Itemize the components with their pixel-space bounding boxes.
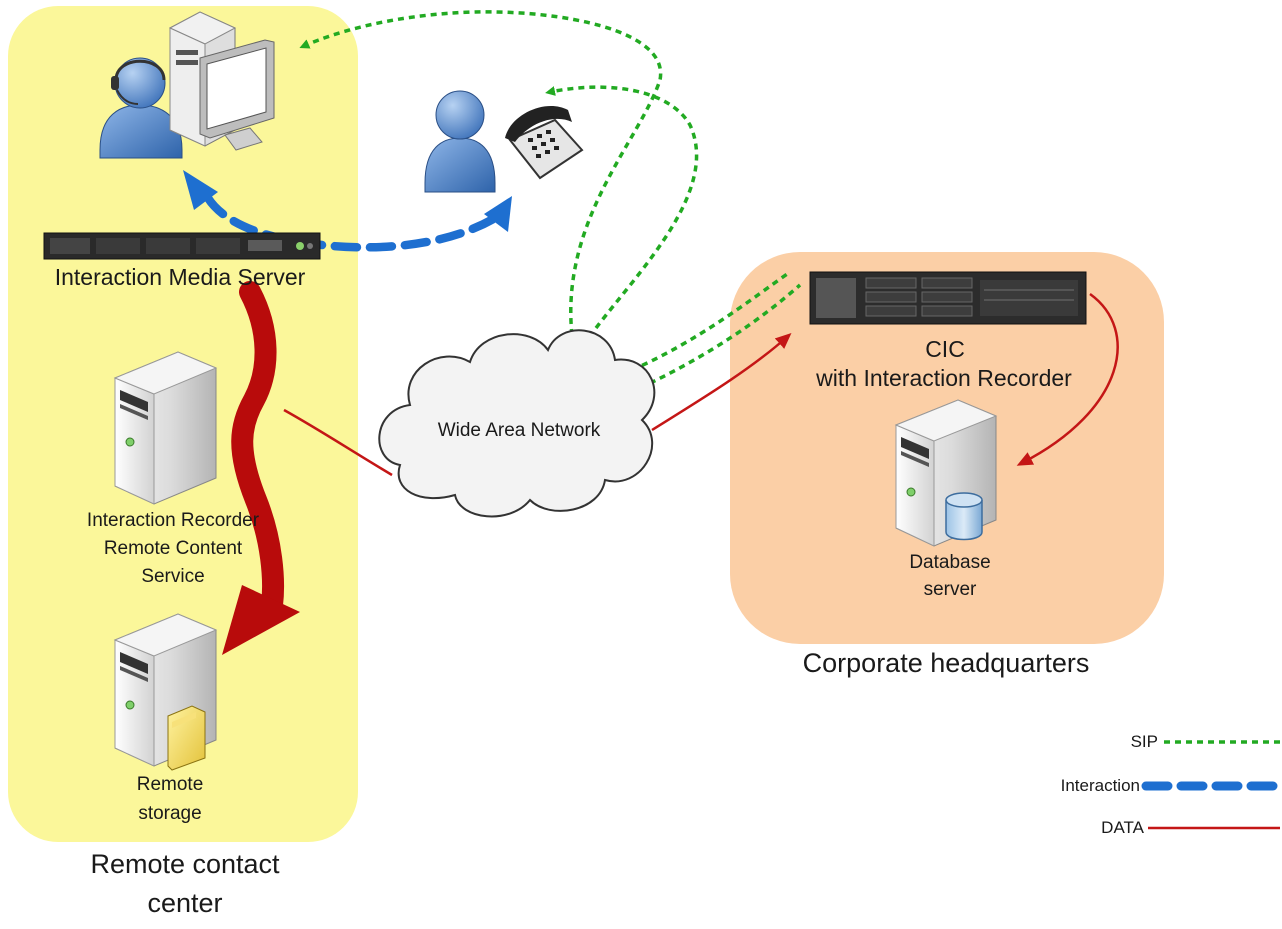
workstation-computer-icon (168, 11, 275, 151)
database-cylinder-icon (945, 492, 983, 541)
legend-swatches (1141, 740, 1282, 830)
database-server-label-line1: Database (909, 552, 991, 573)
irrcs-label-line1: Interaction Recorder (86, 510, 260, 531)
irrcs-label-line3: Service (141, 566, 205, 587)
desk-phone-icon (505, 106, 584, 180)
irrcs-label-line2: Remote Content (103, 538, 243, 559)
legend-data-label: DATA (1101, 818, 1144, 837)
remote-storage-label-line2: storage (138, 803, 202, 824)
thick-data-arrow (222, 281, 300, 655)
database-server-label-line2: server (923, 579, 977, 600)
tower-server-icon (113, 351, 218, 505)
remote-contact-center-label-line2: center (147, 888, 223, 918)
folder-icon (167, 705, 206, 771)
wan-label: Wide Area Network (437, 420, 601, 441)
corporate-headquarters-label: Corporate headquarters (802, 648, 1090, 678)
legend-sip-label: SIP (1130, 732, 1158, 751)
legend-interaction-label: Interaction (1060, 776, 1140, 795)
agent-headset-person-icon (99, 57, 183, 159)
cloud-icon (378, 329, 656, 518)
remote-contact-center-label-line1: Remote contact (90, 849, 280, 879)
remote-storage-label-line1: Remote (136, 774, 204, 795)
media-server-label: Interaction Media Server (54, 264, 306, 290)
rack-server-icon (809, 271, 1087, 325)
rack-server-icon (43, 232, 321, 260)
data-links (283, 292, 1119, 477)
cic-label-line1: CIC (925, 336, 965, 362)
cic-label-line2: with Interaction Recorder (816, 365, 1072, 391)
sip-links (299, 10, 802, 390)
caller-person-icon (424, 90, 496, 193)
